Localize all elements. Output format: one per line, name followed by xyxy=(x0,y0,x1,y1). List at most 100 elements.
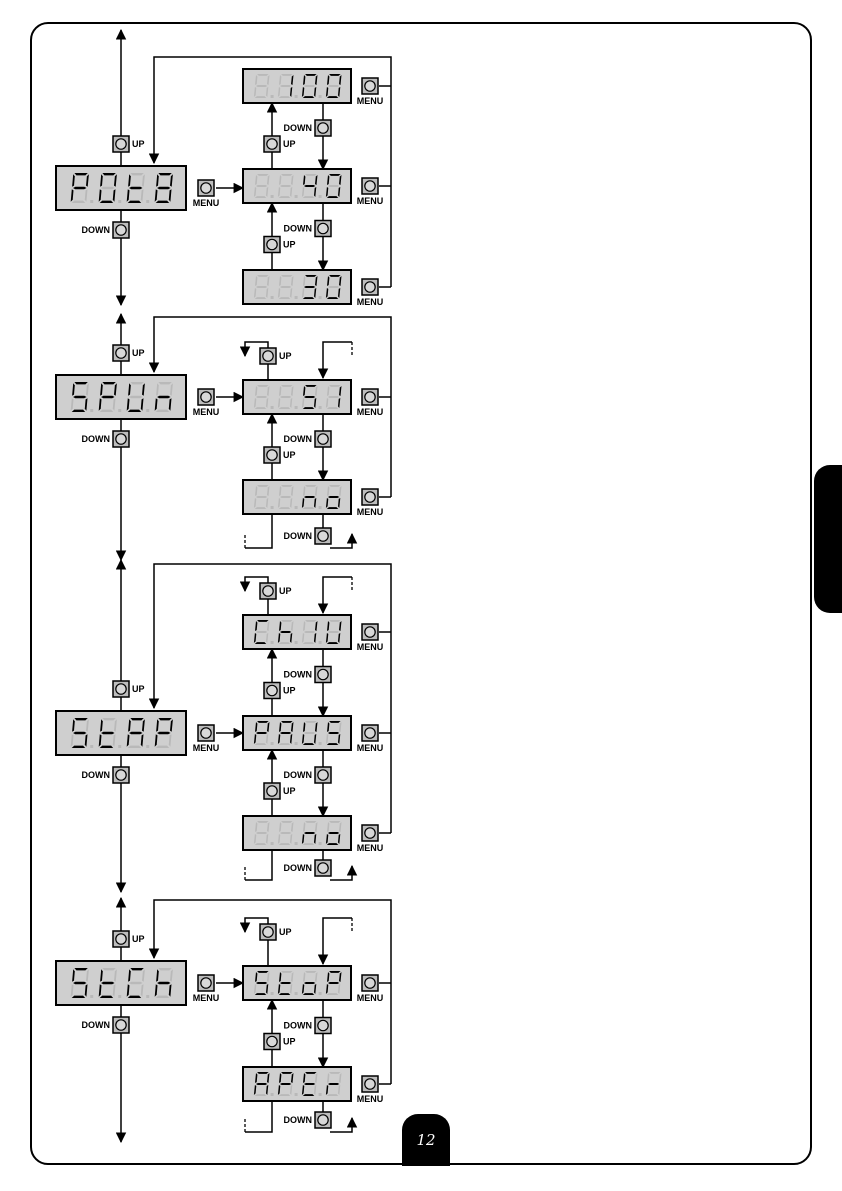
display-segment xyxy=(328,631,340,633)
decimal-point xyxy=(295,641,298,644)
button-label: MENU xyxy=(357,642,384,652)
button-cap xyxy=(318,123,328,133)
display-segment xyxy=(280,185,292,187)
button-cap xyxy=(318,669,328,679)
main-display xyxy=(56,166,186,210)
wrap-arrow xyxy=(330,866,352,880)
down-button[interactable]: DOWN xyxy=(82,431,130,447)
decimal-point xyxy=(90,745,93,748)
menu-button[interactable]: MENU xyxy=(193,180,220,208)
down-button[interactable]: DOWN xyxy=(284,767,332,783)
decimal-point xyxy=(271,641,274,644)
main-display xyxy=(56,961,186,1005)
option-display xyxy=(243,966,351,1000)
up-button[interactable]: UP xyxy=(260,348,292,364)
button-label: UP xyxy=(132,934,145,944)
down-button[interactable]: DOWN xyxy=(284,431,332,447)
button-label: UP xyxy=(283,686,296,696)
button-cap xyxy=(318,770,328,780)
display-segment xyxy=(280,496,292,498)
up-button[interactable]: UP xyxy=(264,783,296,799)
down-button[interactable]: DOWN xyxy=(284,1112,332,1128)
down-button[interactable]: DOWN xyxy=(284,120,332,136)
decimal-point xyxy=(271,742,274,745)
display-segment xyxy=(129,732,142,734)
up-button[interactable]: UP xyxy=(260,583,292,599)
display-segment xyxy=(73,396,86,398)
up-button[interactable]: UP xyxy=(113,931,145,947)
up-button[interactable]: UP xyxy=(113,136,145,152)
decimal-point xyxy=(319,842,322,845)
decimal-point xyxy=(295,1093,298,1096)
button-label: MENU xyxy=(193,993,220,1003)
menu-button[interactable]: MENU xyxy=(357,725,384,753)
option-display xyxy=(243,1067,351,1101)
display-segment xyxy=(256,732,268,734)
button-cap xyxy=(318,434,328,444)
decimal-point xyxy=(295,296,298,299)
display-segment xyxy=(328,982,340,984)
decimal-point xyxy=(271,95,274,98)
down-button[interactable]: DOWN xyxy=(284,221,332,237)
button-cap xyxy=(263,586,273,596)
up-button[interactable]: UP xyxy=(264,447,296,463)
button-cap xyxy=(267,685,277,695)
menu-button[interactable]: MENU xyxy=(357,389,384,417)
down-button[interactable]: DOWN xyxy=(284,1018,332,1034)
button-cap xyxy=(267,450,277,460)
wrap-line xyxy=(245,514,272,548)
decimal-point xyxy=(295,842,298,845)
display-segment xyxy=(256,832,268,834)
display-segment xyxy=(304,732,316,734)
button-cap xyxy=(116,348,126,358)
display-segment xyxy=(328,85,340,87)
button-cap xyxy=(116,225,126,235)
decimal-point xyxy=(319,992,322,995)
button-cap xyxy=(116,434,126,444)
down-button[interactable]: DOWN xyxy=(284,860,332,876)
menu-button[interactable]: MENU xyxy=(357,78,384,106)
display-segment xyxy=(157,982,170,984)
down-button[interactable]: DOWN xyxy=(284,667,332,683)
menu-button[interactable]: MENU xyxy=(357,975,384,1003)
down-button[interactable]: DOWN xyxy=(82,767,130,783)
up-button[interactable]: UP xyxy=(264,1034,296,1050)
down-button[interactable]: DOWN xyxy=(284,528,332,544)
button-cap xyxy=(365,728,375,738)
button-cap xyxy=(116,139,126,149)
up-button[interactable]: UP xyxy=(113,345,145,361)
up-button[interactable]: UP xyxy=(260,924,292,940)
decimal-point xyxy=(295,506,298,509)
menu-button[interactable]: MENU xyxy=(193,725,220,753)
page-number: 12 xyxy=(416,1131,435,1149)
menu-button[interactable]: MENU xyxy=(193,975,220,1003)
button-cap xyxy=(318,1020,328,1030)
button-cap xyxy=(116,770,126,780)
up-button[interactable]: UP xyxy=(264,136,296,152)
decimal-point xyxy=(146,995,149,998)
down-button[interactable]: DOWN xyxy=(82,222,130,238)
display-segment xyxy=(73,732,86,734)
menu-button[interactable]: MENU xyxy=(357,624,384,652)
button-cap xyxy=(263,351,273,361)
up-button[interactable]: UP xyxy=(264,237,296,253)
display-segment xyxy=(256,396,268,398)
menu-button[interactable]: MENU xyxy=(357,178,384,206)
display-segment xyxy=(73,187,86,189)
display-segment xyxy=(280,85,292,87)
menu-button[interactable]: MENU xyxy=(357,825,384,853)
menu-button[interactable]: MENU xyxy=(357,279,384,307)
up-button[interactable]: UP xyxy=(113,681,145,697)
option-display xyxy=(243,480,351,514)
option-display xyxy=(243,69,351,103)
menu-button[interactable]: MENU xyxy=(357,489,384,517)
menu-button[interactable]: MENU xyxy=(193,389,220,417)
button-label: DOWN xyxy=(284,770,313,780)
decimal-point xyxy=(319,95,322,98)
down-button[interactable]: DOWN xyxy=(82,1017,130,1033)
display-segment xyxy=(328,396,340,398)
up-button[interactable]: UP xyxy=(264,683,296,699)
menu-button[interactable]: MENU xyxy=(357,1076,384,1104)
button-cap xyxy=(365,978,375,988)
button-label: DOWN xyxy=(284,1021,313,1031)
